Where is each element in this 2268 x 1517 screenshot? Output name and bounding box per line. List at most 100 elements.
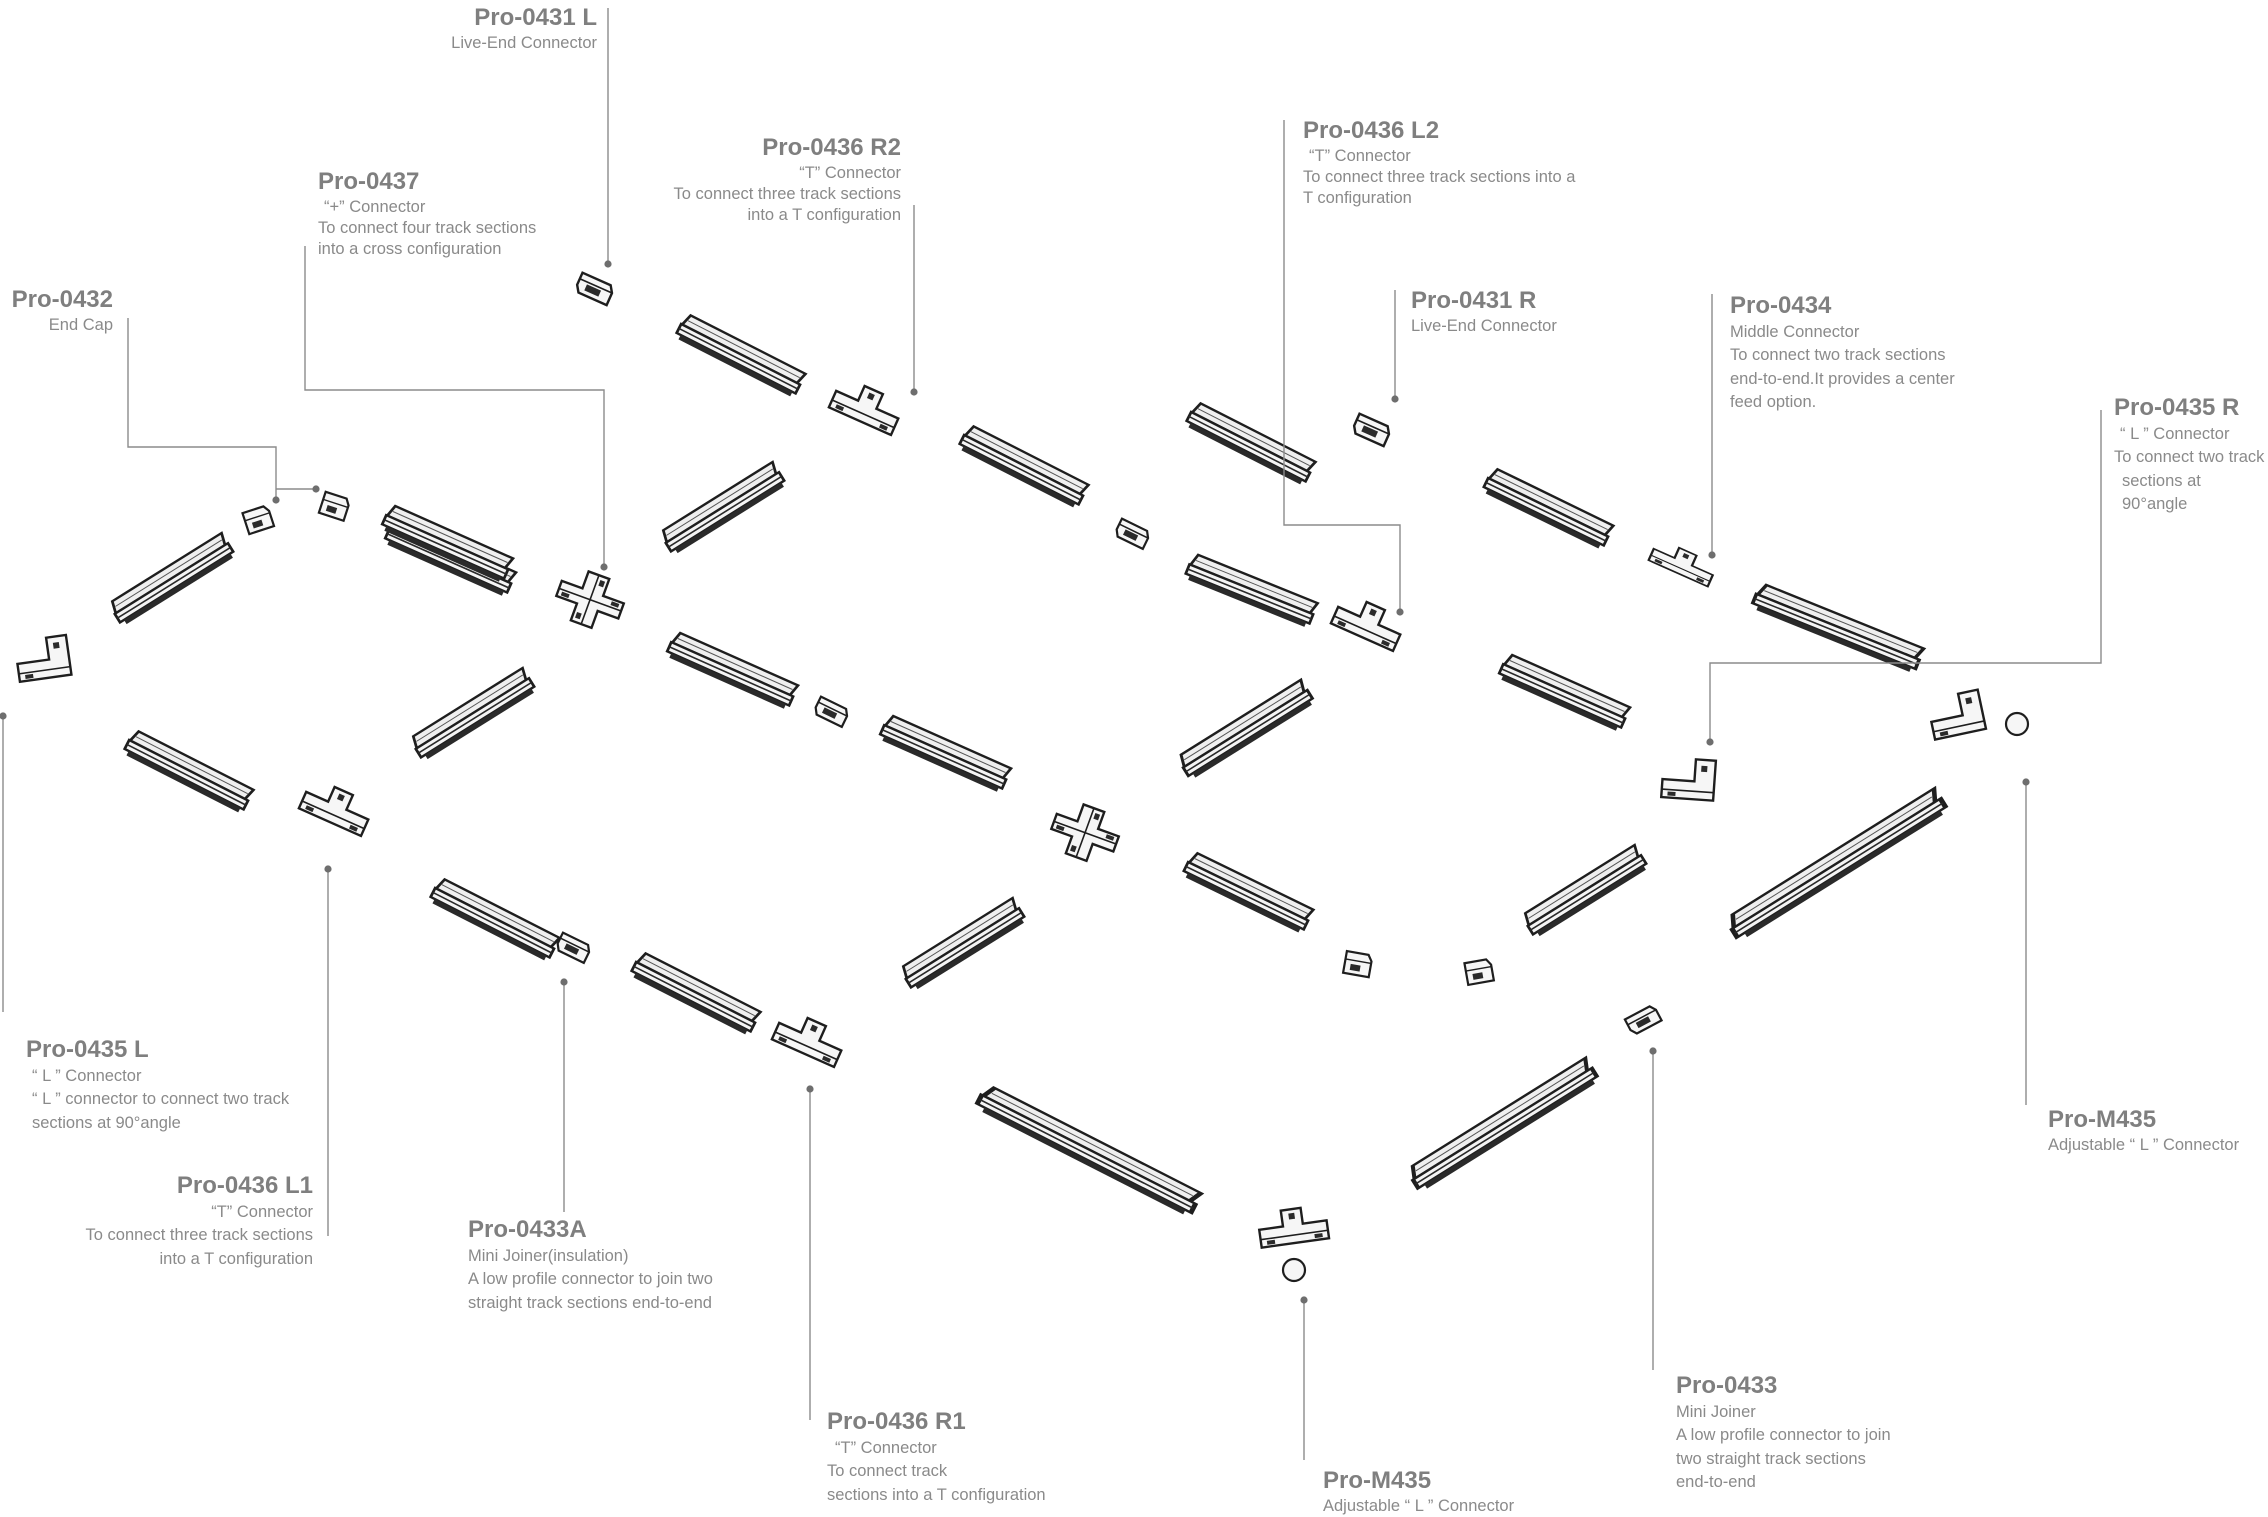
- part-desc: “ L ” Connector: [32, 1066, 142, 1085]
- l-connector-left: [13, 633, 73, 683]
- part-desc: “T” Connector: [1309, 147, 1411, 166]
- part-desc: T configuration: [1303, 188, 1412, 207]
- label-pro-m435-right: Pro-M435 Adjustable “ L ” Connector: [2048, 1105, 2239, 1156]
- part-code: Pro-0435 L: [26, 1036, 149, 1063]
- track-section: [628, 949, 762, 1038]
- label-pro-m435-bottom: Pro-M435 Adjustable “ L ” Connector: [1323, 1466, 1514, 1517]
- leader-dot: [2022, 778, 2030, 786]
- label-pro-0432: Pro-0432 End Cap: [12, 285, 113, 336]
- mini-joiner-insulation: [553, 931, 593, 964]
- label-pro-0437: Pro-0437 “+” Connector To connect four t…: [318, 167, 536, 260]
- part-desc: “+” Connector: [324, 198, 426, 217]
- middle-connector: [1647, 537, 1719, 588]
- track-section: [975, 1084, 1201, 1217]
- part-desc: A low profile connector to join: [1676, 1426, 1891, 1445]
- track-section: [1182, 551, 1320, 630]
- leader-dot: [1396, 608, 1404, 616]
- part-code: Pro-0431 L: [474, 4, 597, 31]
- label-pro-0431-r: Pro-0431 R Live-End Connector: [1411, 286, 1557, 337]
- leader-line-pro-0437: [304, 246, 605, 567]
- leader-lines: [2, 8, 2102, 1460]
- label-pro-0436-r2: Pro-0436 R2 “T” Connector To connect thr…: [674, 133, 901, 226]
- part-desc: into a cross configuration: [318, 239, 502, 258]
- leader-dot: [560, 978, 568, 986]
- part-desc: sections at 90°angle: [2122, 471, 2201, 514]
- part-desc: “T” Connector: [835, 1438, 937, 1457]
- l-connector-right: [1660, 755, 1718, 802]
- part-desc: “ L ” connector to connect two track: [32, 1090, 290, 1109]
- track-section: [898, 896, 1029, 993]
- track-section: [658, 460, 789, 557]
- t-connector-l2: [1329, 591, 1409, 653]
- live-end-connector-left: [573, 271, 616, 307]
- part-code: Pro-0436 L1: [176, 1172, 313, 1199]
- track-section: [1495, 651, 1632, 734]
- part-desc: To connect three track sections: [85, 1226, 313, 1245]
- part-desc: Middle Connector: [1730, 322, 1860, 341]
- part-desc: To connect four track sections: [318, 219, 537, 238]
- leader-dot: [1708, 551, 1716, 559]
- leader-dot: [1649, 1047, 1657, 1055]
- part-desc: Live-End Connector: [1411, 317, 1557, 336]
- track-section: [1480, 465, 1615, 552]
- t-connector-l1: [297, 776, 377, 838]
- part-desc: into a T configuration: [747, 205, 902, 224]
- leader-dots: [0, 260, 2030, 1304]
- mini-joiner-right: [1623, 1003, 1663, 1037]
- live-end-connector-right: [1350, 412, 1393, 448]
- label-pro-0431-l: Pro-0431 L Live-End Connector: [451, 3, 597, 54]
- adjustable-pivot-bottom: [1281, 1257, 1307, 1283]
- end-cap-right: [317, 490, 352, 522]
- mini-joiner-center: [811, 695, 851, 728]
- leader-dot: [910, 388, 918, 396]
- label-pro-0436-r1: Pro-0436 R1 “T” Connector To connect tra…: [827, 1408, 1046, 1507]
- part-code: Pro-0436 L2: [1303, 117, 1440, 144]
- track-section: [121, 727, 255, 816]
- part-desc: end-to-end: [1676, 1473, 1756, 1492]
- part-desc: two straight track sections: [1676, 1449, 1866, 1468]
- part-code: Pro-0433A: [468, 1216, 587, 1243]
- label-pro-0433a: Pro-0433A Mini Joiner(insulation) A low …: [468, 1216, 713, 1315]
- part-code: Pro-M435: [2048, 1106, 2157, 1133]
- track-section: [663, 629, 800, 712]
- track-section: [427, 875, 561, 964]
- part-desc: To connect two track: [2114, 448, 2265, 467]
- track-section: [408, 666, 539, 763]
- track-section: [876, 712, 1013, 795]
- t-connector-r1: [770, 1007, 850, 1069]
- t-connector-r2: [827, 375, 907, 437]
- track-section: [673, 311, 807, 400]
- part-desc: end-to-end.It provides a center: [1730, 369, 1955, 388]
- leader-dot: [1706, 738, 1714, 746]
- part-desc: Adjustable “ L ” Connector: [2048, 1136, 2240, 1155]
- leader-line-pro-0435-r: [1709, 410, 2102, 742]
- track-section: [1726, 788, 1949, 941]
- track-section: [1404, 1056, 1602, 1195]
- track-section: [107, 531, 238, 628]
- part-desc: sections into a T configuration: [827, 1485, 1046, 1504]
- part-desc: Adjustable “ L ” Connector: [1323, 1497, 1515, 1516]
- part-desc: “ L ” Connector: [2120, 424, 2230, 443]
- part-code: Pro-0437: [318, 168, 420, 195]
- adjustable-l-connector-right: [1925, 688, 1988, 741]
- part-code: Pro-0435 R: [2114, 394, 2240, 421]
- track-section: [1749, 581, 1926, 676]
- track-section: [1183, 399, 1317, 488]
- part-code: Pro-0433: [1676, 1372, 1778, 1399]
- label-pro-0436-l2: Pro-0436 L2 “T” Connector To connect thr…: [1303, 116, 1575, 209]
- label-pro-0435-r: Pro-0435 R “ L ” Connector To connect tw…: [2114, 394, 2268, 516]
- mini-joiner-top-center: [1112, 517, 1152, 550]
- part-desc: To connect three track sections into a: [1303, 168, 1576, 187]
- part-desc: into a T configuration: [159, 1249, 314, 1268]
- part-desc: “T” Connector: [211, 1202, 313, 1221]
- part-desc: Mini Joiner(insulation): [468, 1246, 629, 1265]
- part-code: Pro-0432: [11, 286, 113, 313]
- part-desc: To connect three track sections: [673, 185, 901, 204]
- track-section: [956, 422, 1090, 511]
- part-desc: To connect two track sections: [1730, 346, 1946, 365]
- end-cap-left: [241, 504, 276, 536]
- label-pro-0433: Pro-0433 Mini Joiner A low profile conne…: [1676, 1372, 1891, 1494]
- part-code: Pro-M435: [1323, 1467, 1432, 1494]
- label-pro-0434: Pro-0434 Middle Connector To connect two…: [1730, 292, 1955, 414]
